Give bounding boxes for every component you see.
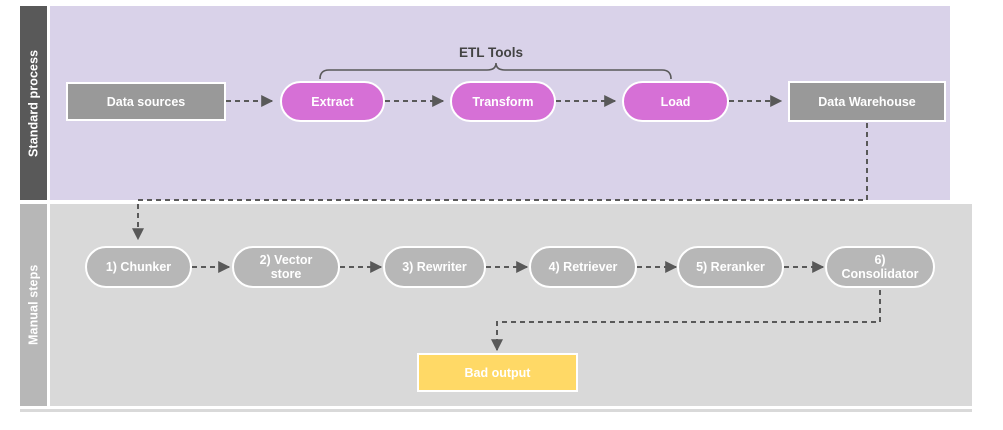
- node-vector-store[interactable]: 2) Vector store: [232, 246, 340, 288]
- node-vector-store-label: 2) Vector store: [259, 253, 313, 281]
- node-chunker-label: 1) Chunker: [105, 260, 172, 274]
- node-rewriter[interactable]: 3) Rewriter: [383, 246, 486, 288]
- node-extract[interactable]: Extract: [280, 81, 385, 122]
- node-rewriter-label: 3) Rewriter: [402, 260, 467, 274]
- bottom-divider: [20, 409, 972, 412]
- node-reranker-label: 5) Reranker: [696, 260, 765, 274]
- node-retriever[interactable]: 4) Retriever: [529, 246, 637, 288]
- node-transform-label: Transform: [472, 94, 534, 109]
- node-transform[interactable]: Transform: [450, 81, 556, 122]
- node-data-warehouse-label: Data Warehouse: [818, 94, 916, 109]
- node-bad-output-label: Bad output: [464, 365, 531, 380]
- node-bad-output[interactable]: Bad output: [417, 353, 578, 392]
- node-data-sources-label: Data sources: [106, 94, 186, 109]
- node-load-label: Load: [660, 94, 691, 109]
- node-consolidator-label: 6) Consolidator: [841, 253, 919, 281]
- node-consolidator[interactable]: 6) Consolidator: [825, 246, 935, 288]
- lane-standard-process-label: Standard process: [20, 6, 47, 200]
- node-load[interactable]: Load: [622, 81, 729, 122]
- node-retriever-label: 4) Retriever: [548, 260, 618, 274]
- node-data-sources[interactable]: Data sources: [66, 82, 226, 121]
- node-chunker[interactable]: 1) Chunker: [85, 246, 192, 288]
- node-data-warehouse[interactable]: Data Warehouse: [788, 81, 946, 122]
- node-extract-label: Extract: [311, 94, 354, 109]
- etl-tools-label: ETL Tools: [459, 45, 523, 60]
- node-reranker[interactable]: 5) Reranker: [677, 246, 784, 288]
- lane-manual-steps-label: Manual steps: [20, 204, 47, 406]
